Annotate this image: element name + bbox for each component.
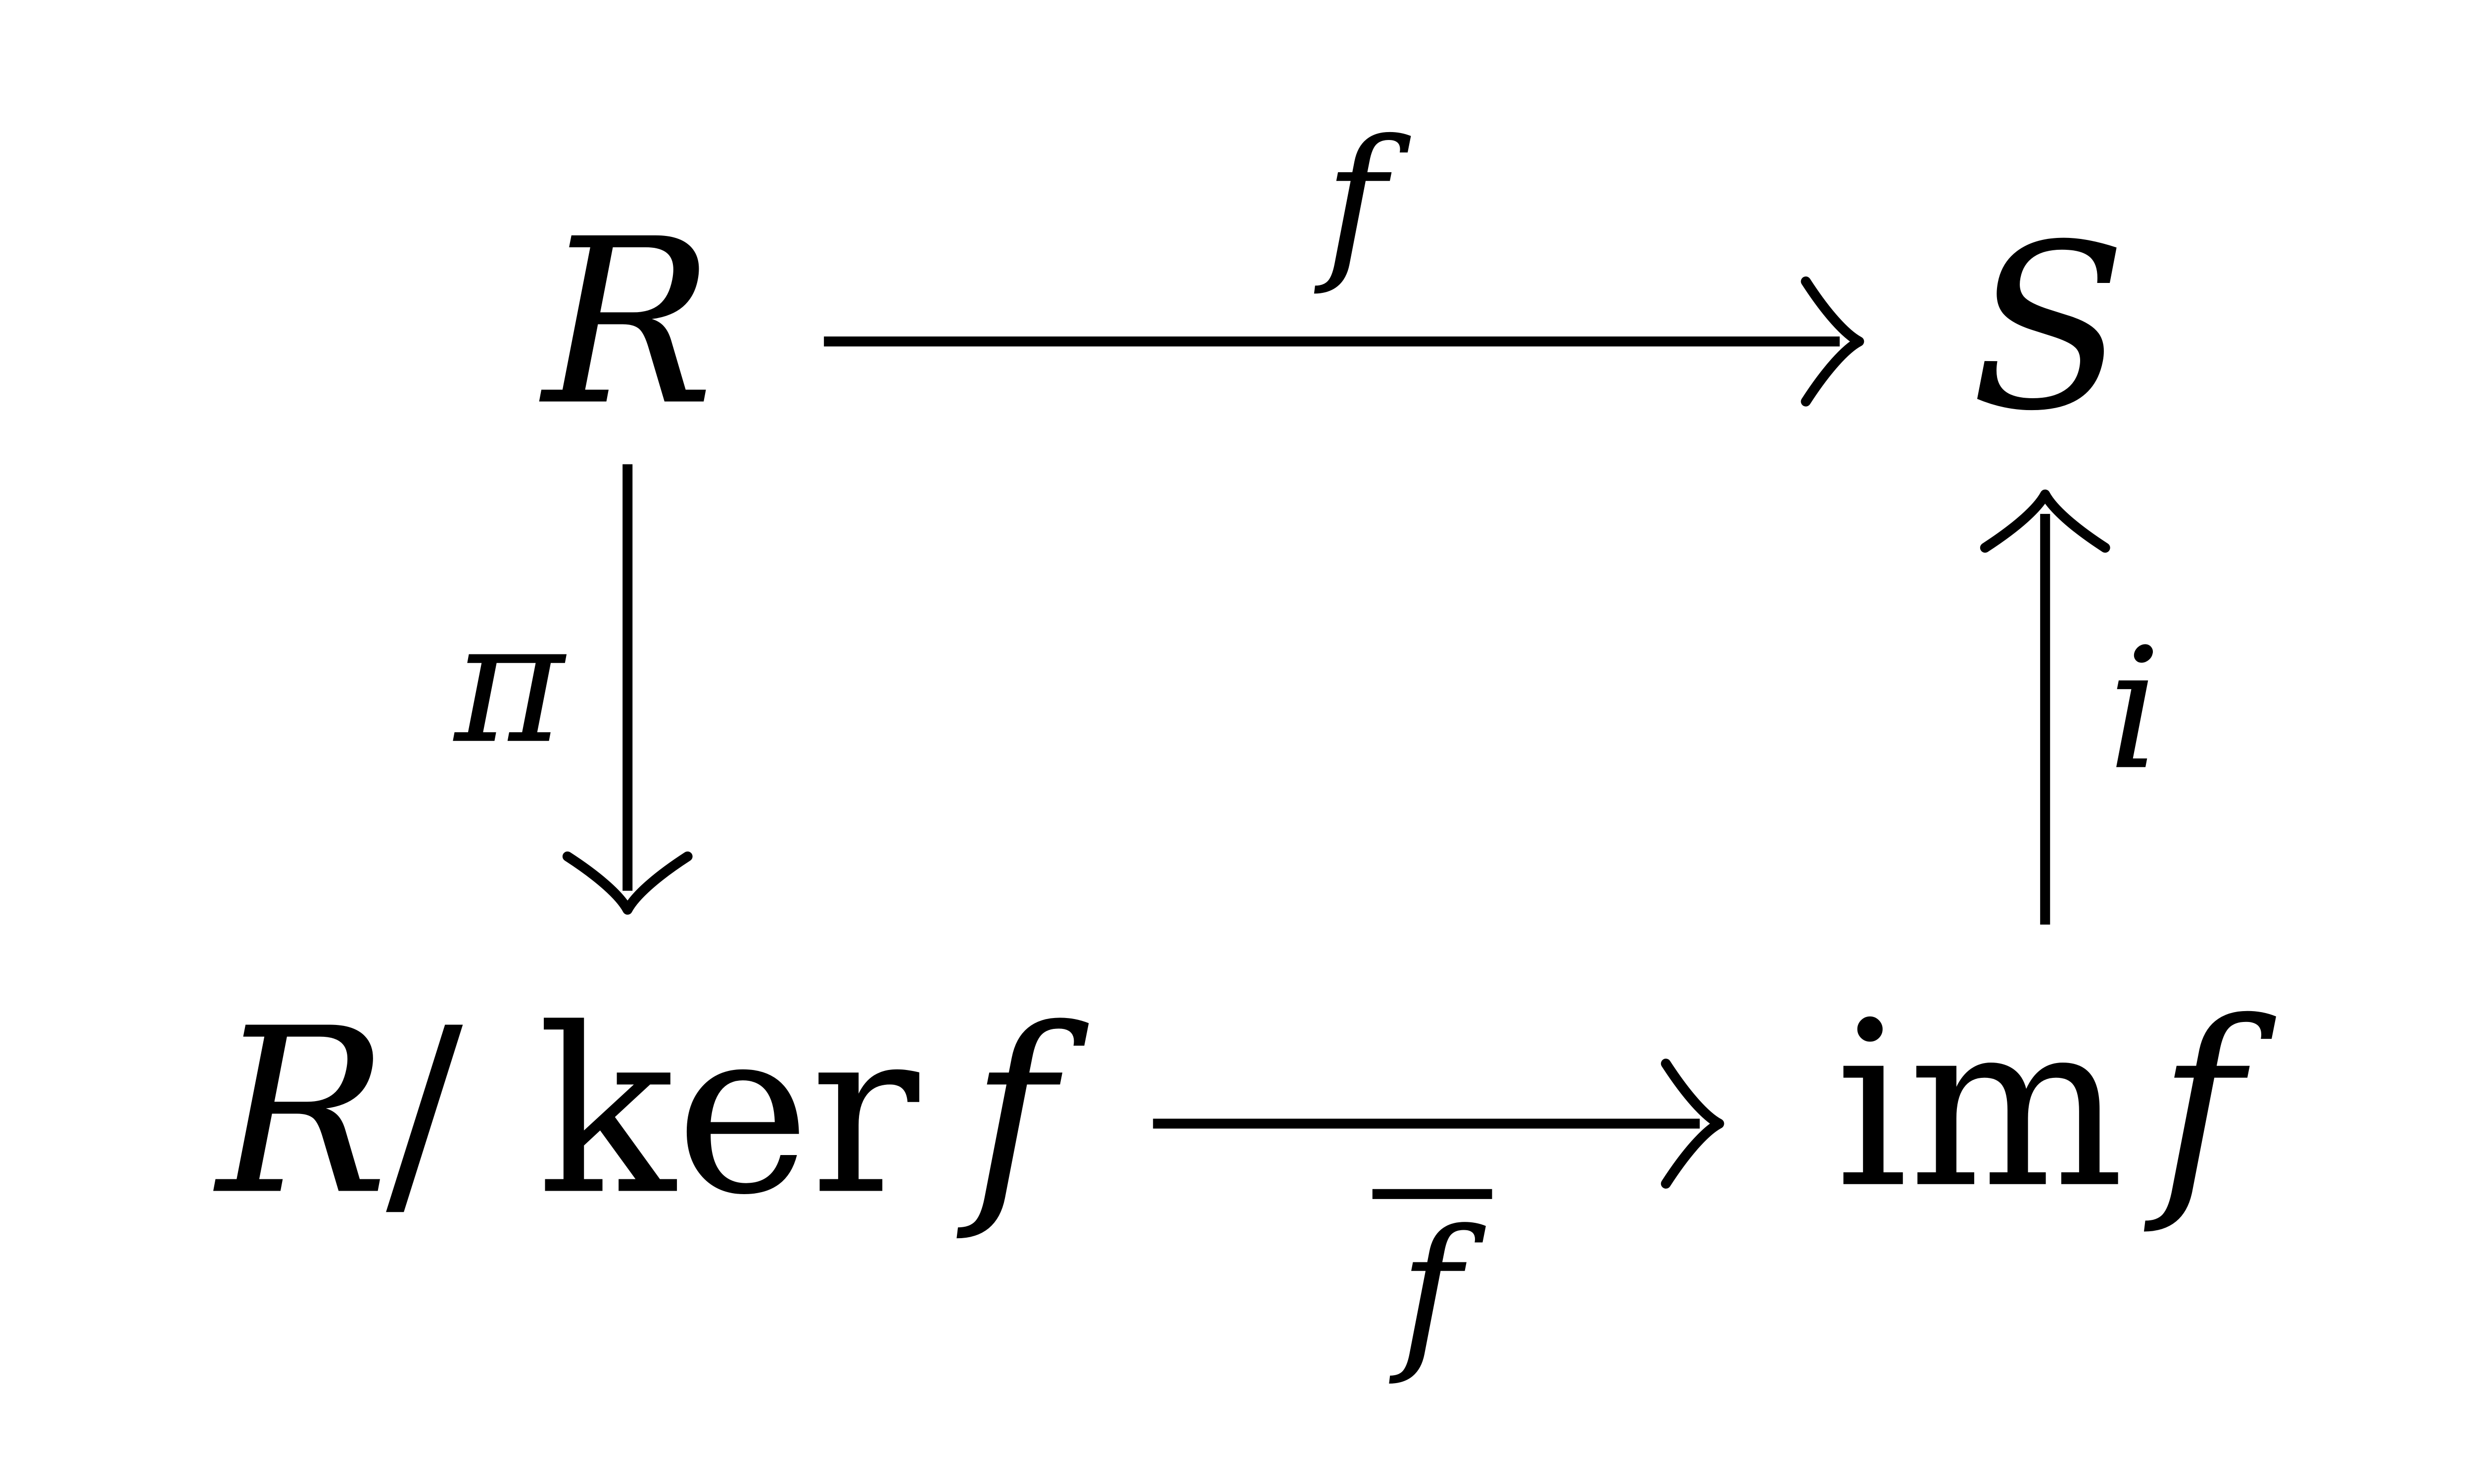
arrow-label-pi: π (452, 586, 567, 781)
node-R-mod-ker-f: R / ker f (213, 979, 1092, 1245)
node-R-mod-ker-f-slash: / (386, 979, 464, 1245)
arrow-R-mod-ker-f-to-im-f: f (1153, 1059, 1724, 1389)
node-R: R (539, 190, 714, 456)
arrow-R-to-R-mod-ker-f: π (452, 464, 693, 915)
node-im-f-f: f (2144, 973, 2280, 1238)
node-im-f-im: im (1835, 973, 2124, 1238)
node-R-mod-ker-f-ker: ker (537, 979, 921, 1245)
arrow-R-to-R-mod-ker-f-head (562, 851, 693, 915)
arrow-im-f-to-S: i (1980, 489, 2161, 925)
arrow-label-f: f (1314, 104, 1413, 299)
commutative-diagram: R S R / ker f im f f π (0, 65, 2474, 1419)
node-R-mod-ker-f-R: R (213, 979, 388, 1245)
node-R-mod-ker-f-f: f (956, 979, 1092, 1245)
arrow-label-i: i (2108, 612, 2161, 807)
arrow-R-mod-ker-f-to-im-f-head (1661, 1059, 1724, 1189)
arrow-R-to-S: f (824, 104, 1864, 407)
arrow-im-f-to-S-head (1980, 489, 2110, 553)
arrow-R-to-S-head (1801, 277, 1864, 407)
node-im-f: im f (1835, 973, 2279, 1238)
node-S: S (1971, 195, 2127, 461)
arrow-label-fbar: f (1389, 1194, 1488, 1389)
